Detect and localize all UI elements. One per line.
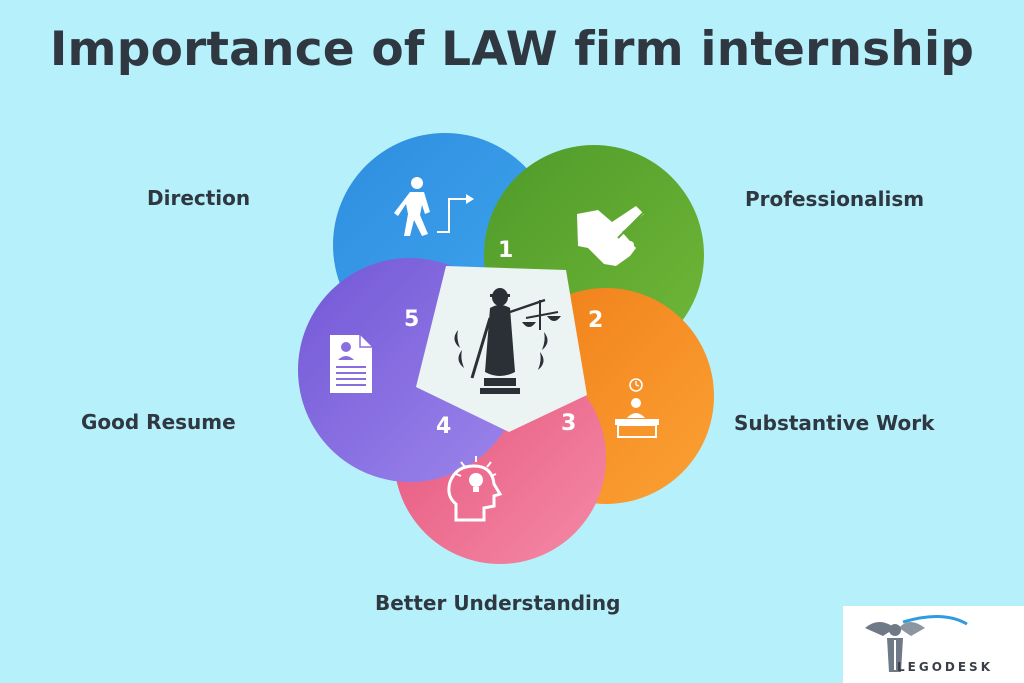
walking-man-arrow-icon: [394, 177, 474, 236]
head-lightbulb-icon: [447, 456, 503, 522]
person-at-desk-icon: [615, 378, 659, 438]
petal-number-5: 5: [404, 307, 419, 332]
logo-brand-text: LEGODESK: [897, 660, 993, 674]
label-substantive-work: Substantive Work: [734, 411, 935, 435]
label-better-understanding: Better Understanding: [375, 591, 621, 615]
logo-figure-icon: [865, 614, 968, 672]
logo: LEGODESK: [843, 606, 1024, 683]
label-direction: Direction: [147, 186, 251, 210]
resume-document-icon: [330, 335, 372, 393]
petal-number-1: 1: [498, 238, 513, 263]
petal-number-3: 3: [561, 411, 576, 436]
lady-justice-icon: [454, 288, 561, 394]
petal-number-2: 2: [588, 308, 603, 333]
label-good-resume: Good Resume: [81, 410, 236, 434]
label-professionalism: Professionalism: [745, 187, 925, 211]
handshake-icon: [577, 203, 648, 266]
page-title: Importance of LAW firm internship: [49, 22, 975, 77]
petal-number-4: 4: [436, 414, 451, 439]
